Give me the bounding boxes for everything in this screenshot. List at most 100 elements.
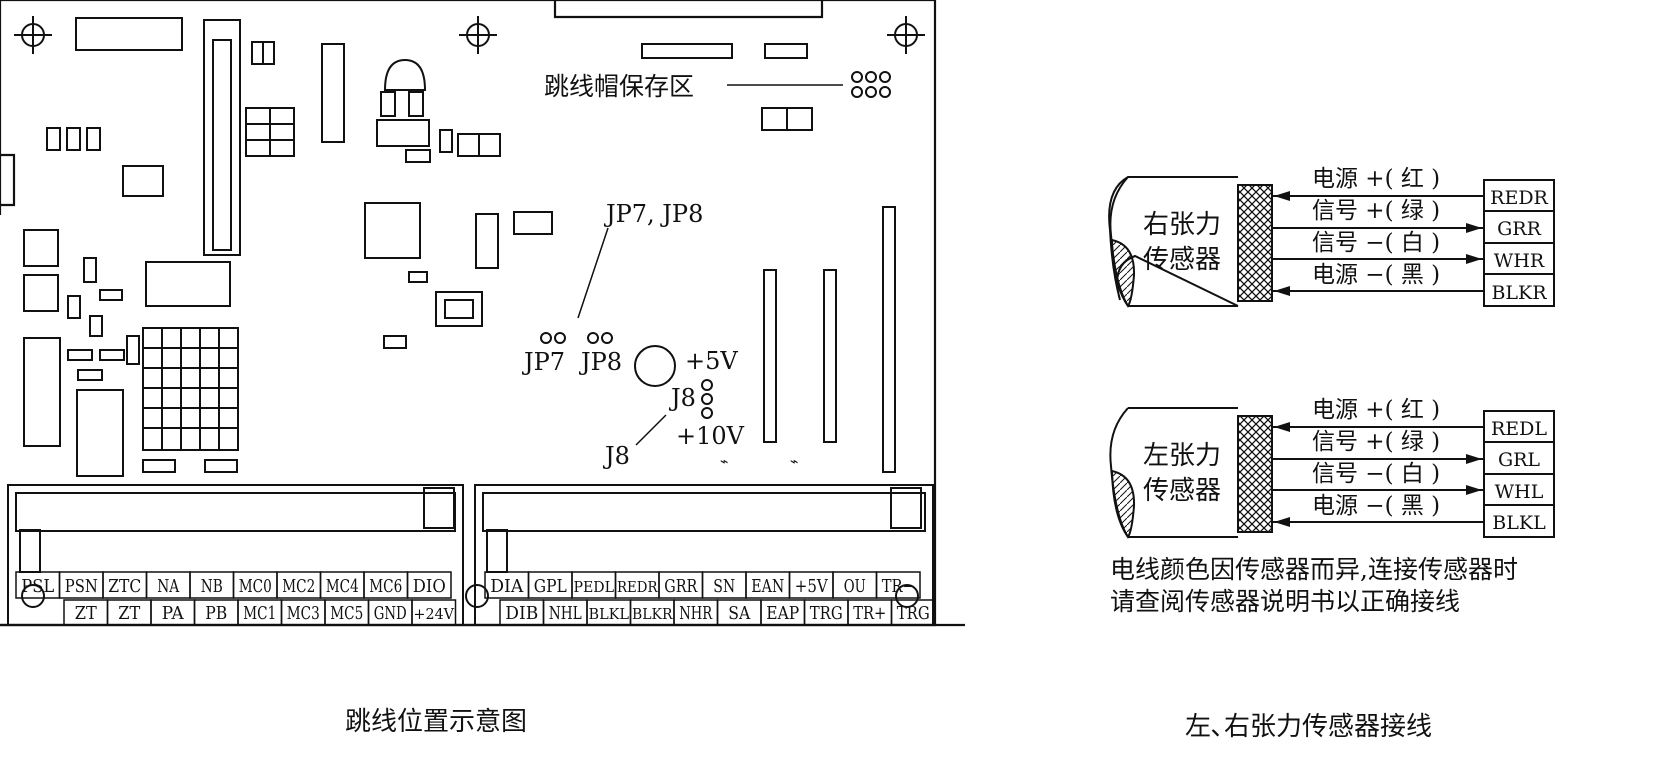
tall-chip (23, 337, 61, 447)
sensor-left-name-1: 左张力 (1143, 441, 1221, 471)
sensor-right-wire-2: 信号 −( 白 ) (1312, 230, 1440, 256)
vertical-slot (823, 269, 837, 443)
terminal-label: PEDL (574, 578, 615, 596)
j8-label-right: J8 (668, 384, 696, 412)
terminal-label: MC6 (369, 576, 402, 597)
j8-label-left: J8 (602, 442, 630, 470)
terminal-label: DIA (490, 576, 524, 597)
svg-text:⌁: ⌁ (720, 454, 728, 470)
jp7-label: JP7 (521, 348, 565, 376)
sensor-left-term-3: BLKL (1492, 512, 1546, 534)
sensor-left-term-2: WHL (1495, 481, 1544, 503)
sensor-left-wire-0: 电源 +( 红 ) (1312, 397, 1440, 423)
terminal-label: PB (205, 603, 227, 624)
jp-callout-label: JP7, JP8 (603, 200, 703, 228)
terminal-label: ZT (118, 603, 140, 624)
terminal-label: ZTC (108, 576, 141, 597)
sensor-right-name-2: 传感器 (1143, 245, 1221, 275)
terminal-label: BLKL (589, 605, 630, 623)
vertical-slot (882, 206, 896, 473)
terminal-label: MC3 (287, 603, 320, 624)
sensor-note-line-2: 请查阅传感器说明书以正确接线 (1110, 587, 1460, 616)
terminal-label: NHL (549, 603, 582, 624)
terminal-label: +24V (414, 605, 456, 623)
transistor-icon (383, 58, 427, 91)
sensor-right-wire-0: 电源 +( 红 ) (1312, 166, 1440, 192)
diode-icon (204, 459, 238, 473)
terminal-screw-icon (465, 584, 489, 608)
sensor-right-arrows (1274, 191, 1482, 296)
sensor-note-line-1: 电线颜色因传感器而异,连接传感器时 (1110, 555, 1518, 584)
mcu-chip (364, 202, 421, 259)
sensor-left-term-1: GRL (1498, 449, 1540, 471)
diode-icon (142, 459, 176, 473)
terminal-label: NHR (679, 603, 712, 624)
terminal-label: GPL (534, 576, 567, 597)
top-connector (75, 17, 183, 51)
caption-right: 左､右张力传感器接线 (1185, 712, 1432, 742)
terminal-label: MC0 (239, 576, 272, 597)
plus10v-label: +10V (676, 422, 745, 450)
sensor-left-wire-1: 信号 +( 绿 ) (1312, 429, 1440, 455)
board-side-notch (0, 153, 16, 207)
sensor-right-term-1: GRR (1497, 218, 1541, 240)
vertical-slot-left (203, 19, 241, 256)
terminal-label: GND (374, 603, 407, 624)
small-ic (122, 165, 164, 197)
terminal-screw-icon (21, 584, 45, 608)
terminal-label: NA (157, 576, 180, 597)
sensor-right-name-1: 右张力 (1143, 210, 1221, 240)
board-top-notch (553, 0, 824, 19)
terminal-label: BLKR (632, 605, 673, 623)
sensor-left-arrows (1274, 422, 1482, 527)
mounting-hole-icon (14, 16, 52, 54)
mounting-hole-icon (459, 16, 497, 54)
sensor-right-term-0: REDR (1490, 187, 1548, 209)
sensor-right-hatch-area (1110, 238, 1136, 308)
terminal-cell (411, 599, 457, 626)
jp-jumpers (540, 332, 613, 344)
terminal-label: MC2 (282, 576, 315, 597)
capacitor-icon (634, 345, 676, 387)
mounting-holes (14, 16, 925, 54)
svg-text:⌁: ⌁ (790, 454, 798, 470)
vertical-chip (321, 43, 345, 143)
sensor-left-group (1109, 407, 1555, 539)
plus5v-label: +5V (685, 347, 738, 375)
terminal-label: EAP (766, 603, 799, 624)
sensor-left-hatch-area (1110, 469, 1136, 539)
terminal-label: DIO (413, 576, 446, 597)
terminal-cell (890, 599, 936, 626)
terminal-label: +5V (795, 576, 829, 597)
sensor-left-wire-3: 电源 −( 黑 ) (1312, 493, 1440, 519)
terminal-label: SA (728, 603, 751, 624)
terminal-label: TRG (897, 603, 930, 624)
j8-header (701, 379, 713, 419)
terminal-label: PSN (65, 576, 98, 597)
terminal-label: GRR (664, 576, 697, 597)
caption-left: 跳线位置示意图 (345, 707, 527, 737)
terminal-screw-icon (895, 584, 919, 608)
vertical-slot (763, 269, 777, 443)
terminal-label: TR+ (853, 603, 886, 624)
terminal-cell (406, 571, 452, 599)
sensor-right-wire-3: 电源 −( 黑 ) (1312, 262, 1440, 288)
pcb-components (23, 17, 896, 477)
terminal-cell (875, 571, 921, 599)
terminal-label: MC5 (330, 603, 363, 624)
terminal-label: SN (713, 576, 735, 597)
top-header (641, 43, 733, 59)
sensor-right-term-3: BLKR (1491, 282, 1547, 304)
terminal-label: ZT (75, 603, 97, 624)
sensor-left-term-0: REDL (1491, 418, 1547, 440)
terminal-label: TR− (882, 576, 915, 597)
sensor-left-name-2: 传感器 (1143, 476, 1221, 506)
terminal-label: OU (844, 576, 866, 597)
sensor-right-group (1108, 176, 1555, 308)
terminal-label: PA (162, 603, 185, 624)
sensor-left-wire-2: 信号 −( 白 ) (1312, 461, 1440, 487)
terminal-label: DIB (505, 603, 538, 624)
sensor-left-shield (1237, 415, 1273, 533)
